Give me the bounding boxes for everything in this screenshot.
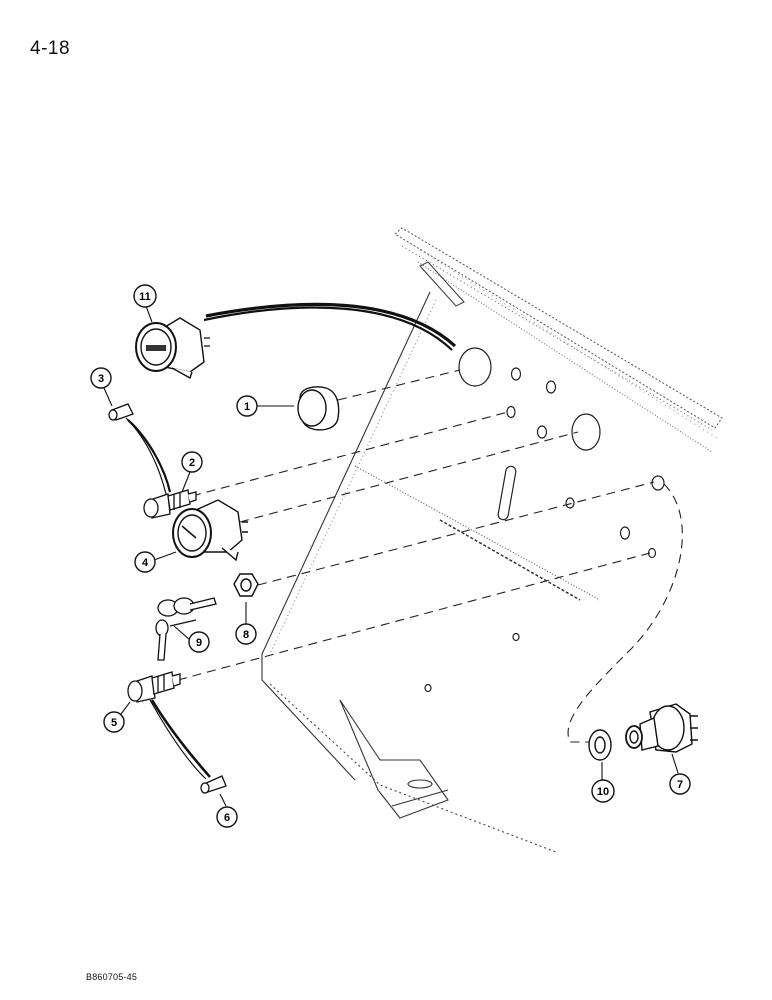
page-number: 4-18 — [30, 38, 71, 59]
callout-1: 1 — [236, 395, 258, 417]
svg-text:6: 6 — [224, 812, 230, 824]
callout-4: 4 — [134, 551, 156, 573]
panel-holes — [424, 347, 665, 693]
key-switch — [625, 703, 698, 753]
callout-5: 5 — [103, 711, 125, 733]
callout-2: 2 — [181, 451, 203, 473]
svg-text:8: 8 — [243, 629, 249, 641]
dash-panel — [261, 227, 723, 853]
switch-washer — [588, 729, 612, 761]
lamp-bulb-lower — [200, 775, 227, 794]
svg-text:9: 9 — [196, 637, 202, 649]
lamp-bulb-upper — [108, 403, 134, 421]
callout-9: 9 — [188, 631, 210, 653]
hole-plug — [297, 386, 340, 431]
hour-meter — [135, 317, 210, 380]
indicator-lamp-lower — [127, 671, 181, 703]
gauge — [172, 499, 248, 562]
callout-11: 11 — [133, 284, 157, 308]
figure-code: B860705-45 — [86, 972, 138, 982]
svg-text:5: 5 — [111, 717, 117, 729]
callout-6: 6 — [216, 806, 238, 828]
hex-nut — [233, 573, 259, 597]
assembly-lines — [177, 369, 683, 743]
svg-text:11: 11 — [139, 291, 151, 303]
wire-leads — [125, 302, 457, 780]
leader-lines — [103, 305, 679, 807]
svg-text:4: 4 — [142, 557, 149, 569]
callout-10: 10 — [591, 779, 615, 803]
indicator-lamp-upper — [143, 489, 197, 519]
svg-text:3: 3 — [98, 373, 104, 385]
svg-text:1: 1 — [244, 401, 250, 413]
callout-7: 7 — [669, 773, 691, 795]
callout-3: 3 — [90, 367, 112, 389]
svg-text:2: 2 — [189, 457, 195, 469]
svg-text:7: 7 — [677, 779, 683, 791]
ignition-keys — [155, 597, 217, 661]
callout-8: 8 — [235, 623, 257, 645]
svg-text:10: 10 — [597, 786, 609, 798]
